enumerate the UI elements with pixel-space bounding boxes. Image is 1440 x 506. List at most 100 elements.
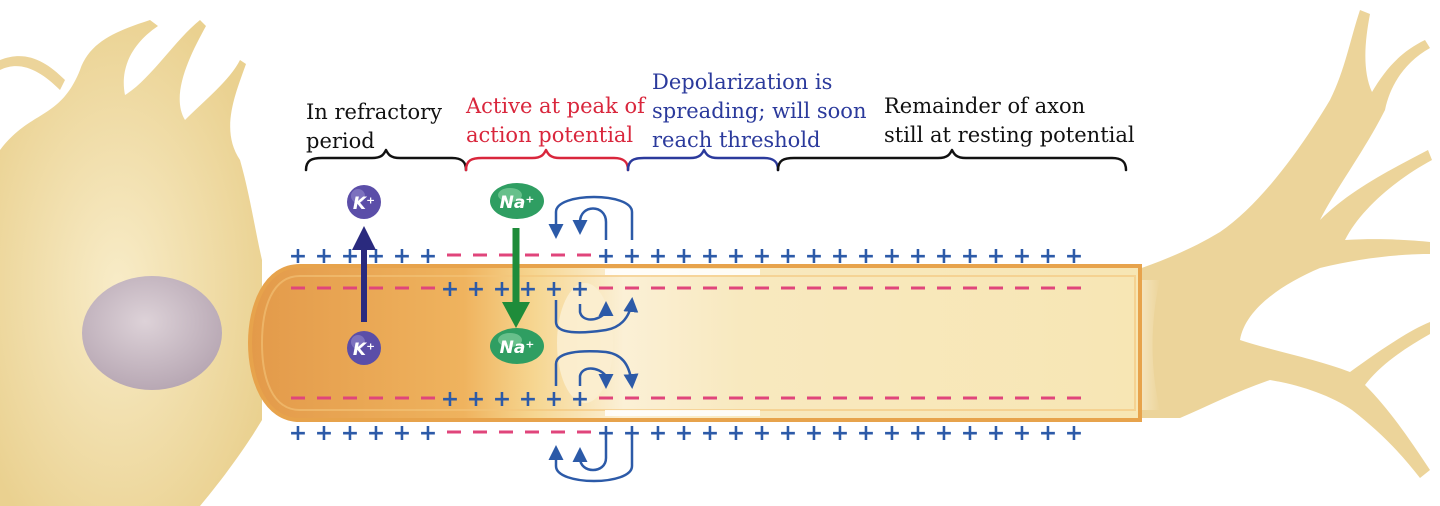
positive-charge: + xyxy=(545,387,563,412)
positive-charge: + xyxy=(315,244,333,269)
axon-terminal xyxy=(1121,10,1432,478)
positive-charge: + xyxy=(1039,244,1057,269)
positive-charge: + xyxy=(727,421,745,446)
positive-charge: + xyxy=(493,277,511,302)
current-arrow xyxy=(578,367,614,389)
peak-label-line: Active at peak of xyxy=(466,94,645,118)
positive-charge: + xyxy=(701,421,719,446)
cell-body xyxy=(0,20,262,506)
positive-charge: + xyxy=(935,421,953,446)
positive-charge: + xyxy=(1065,421,1083,446)
potassium-label: K⁺ xyxy=(353,340,375,360)
positive-charge: + xyxy=(961,244,979,269)
positive-charge: + xyxy=(419,244,437,269)
positive-charge: + xyxy=(1013,421,1031,446)
brace-peak xyxy=(464,148,630,172)
positive-charge: + xyxy=(597,421,615,446)
positive-charge: + xyxy=(1065,244,1083,269)
sodium-arrowhead xyxy=(502,302,530,328)
positive-charge: + xyxy=(701,244,719,269)
positive-charge: + xyxy=(341,421,359,446)
refractory-label-line: period xyxy=(306,129,375,153)
brace-depolarizing xyxy=(626,148,780,172)
local-currents xyxy=(548,195,639,483)
current-arrow xyxy=(554,350,639,389)
sodium-label: Na⁺ xyxy=(500,338,535,358)
positive-charge: + xyxy=(1013,244,1031,269)
positive-charge: + xyxy=(597,244,615,269)
positive-charge: + xyxy=(987,244,1005,269)
brace-refractory xyxy=(304,148,468,172)
positive-charge: + xyxy=(545,277,563,302)
sodium-ion-inside: Na⁺ xyxy=(490,328,544,364)
refractory-label-line: In refractory xyxy=(306,100,443,124)
membrane-charges: + + + + + + + + + + + + + + + + + + + + + + + + + + + + + + + + + + + + + + + +… xyxy=(289,244,1083,446)
positive-charge: + xyxy=(753,244,771,269)
current-arrow xyxy=(554,297,639,334)
positive-charge: + xyxy=(675,244,693,269)
nucleus xyxy=(82,276,222,390)
positive-charge: + xyxy=(857,244,875,269)
refractory-period-label: In refractory period xyxy=(306,98,442,156)
current-arrow xyxy=(578,301,614,321)
positive-charge: + xyxy=(623,244,641,269)
positive-charge: + xyxy=(441,387,459,412)
positive-charge: + xyxy=(467,277,485,302)
axon xyxy=(247,264,1142,422)
positive-charge: + xyxy=(831,244,849,269)
positive-charge: + xyxy=(779,244,797,269)
positive-charge: + xyxy=(987,421,1005,446)
current-arrow xyxy=(572,207,608,240)
positive-charge: + xyxy=(805,421,823,446)
depolarizing-label-line: spreading; will soon xyxy=(652,99,867,123)
positive-charge: + xyxy=(961,421,979,446)
resting-label-line: still at resting potential xyxy=(884,123,1135,147)
positive-charge: + xyxy=(805,244,823,269)
depolarizing-label-line: Depolarization is xyxy=(652,70,833,94)
positive-charge: + xyxy=(519,387,537,412)
positive-charge: + xyxy=(571,387,589,412)
current-arrow xyxy=(548,195,634,240)
peak-label-line: action potential xyxy=(466,123,634,147)
brace-resting xyxy=(776,148,1128,172)
positive-charge: + xyxy=(289,244,307,269)
positive-charge: + xyxy=(367,244,385,269)
potassium-arrowhead xyxy=(352,226,376,250)
depolarizing-label-line: reach threshold xyxy=(652,128,821,152)
positive-charge: + xyxy=(831,421,849,446)
sodium-ion-outside: Na⁺ xyxy=(490,183,544,219)
positive-charge: + xyxy=(393,244,411,269)
positive-charge: + xyxy=(675,421,693,446)
positive-charge: + xyxy=(419,421,437,446)
sodium-label: Na⁺ xyxy=(500,193,535,213)
resting-label-line: Remainder of axon xyxy=(884,94,1086,118)
positive-charge: + xyxy=(623,421,641,446)
positive-charge: + xyxy=(315,421,333,446)
positive-charge: + xyxy=(753,421,771,446)
positive-charge: + xyxy=(883,244,901,269)
potassium-label: K⁺ xyxy=(353,194,375,214)
positive-charge: + xyxy=(909,421,927,446)
current-arrow xyxy=(572,440,608,472)
positive-charge: + xyxy=(909,244,927,269)
peak-action-potential-label: Active at peak of action potential xyxy=(466,92,645,150)
positive-charge: + xyxy=(857,421,875,446)
positive-charge: + xyxy=(571,277,589,302)
positive-charge: + xyxy=(441,277,459,302)
potassium-ion-inside: K⁺ xyxy=(347,331,381,365)
current-arrow xyxy=(548,440,634,483)
positive-charge: + xyxy=(289,421,307,446)
resting-potential-label: Remainder of axon still at resting poten… xyxy=(884,92,1135,150)
positive-charge: + xyxy=(935,244,953,269)
positive-charge: + xyxy=(493,387,511,412)
positive-charge: + xyxy=(727,244,745,269)
positive-charge: + xyxy=(519,277,537,302)
positive-charge: + xyxy=(467,387,485,412)
potassium-ion-outside: K⁺ xyxy=(347,185,381,219)
positive-charge: + xyxy=(1039,421,1057,446)
positive-charge: + xyxy=(393,421,411,446)
positive-charge: + xyxy=(649,244,667,269)
positive-charge: + xyxy=(779,421,797,446)
depolarization-spreading-label: Depolarization is spreading; will soon r… xyxy=(652,68,866,155)
